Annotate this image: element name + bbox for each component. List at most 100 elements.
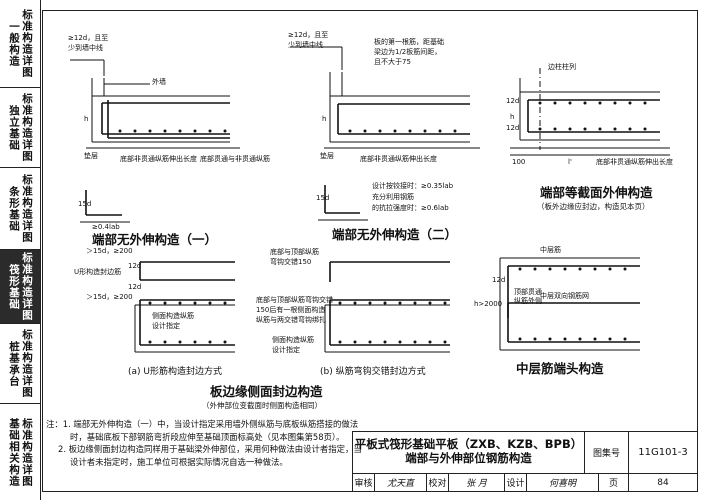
fig3-label-12d-top: 12d xyxy=(506,97,520,105)
fig2-note-2: 梁边为1/2板筋间距， xyxy=(374,48,442,56)
fig1-label-12d: ≥12d，且至 xyxy=(68,34,109,42)
fig2-label-center: 少到墙中线 xyxy=(288,41,323,49)
figure-5-drawing xyxy=(499,257,640,351)
title-line-1: 平板式筏形基础平板（ZXB、KZB、BPB） xyxy=(354,437,583,451)
fig3-label-lp: l' xyxy=(568,158,572,166)
note-line-1: 注：1. 端部无外伸构造（一）中，当设计指定采用墙外侧纵筋与底板纵筋搭接的做法 xyxy=(46,419,359,429)
fig5-label-top-2: 纵筋外侧 xyxy=(514,297,542,305)
sidebar-tab-pilecap[interactable]: 桩基承台 标准构造详图 xyxy=(0,324,40,404)
sidebar-tab-label: 基础相关构造 xyxy=(8,417,20,487)
fig1-label-pad: 垫层 xyxy=(84,152,98,160)
title-line-2: 端部与外伸部位钢筋构造 xyxy=(405,451,532,465)
review-name: 尤天直 xyxy=(375,474,427,492)
fig4a-label-15d-top: ＞15d，≥200 xyxy=(86,247,133,255)
check-label: 校对 xyxy=(427,474,449,492)
fig4b-label-side-2: 设计指定 xyxy=(272,346,300,354)
sidebar-tab-label: 条形基础 xyxy=(8,185,20,232)
figure-4b-drawing xyxy=(324,261,450,353)
fig2-caption: 端部无外伸构造（二） xyxy=(332,227,458,242)
sidebar-tab-general[interactable]: 一般构造 标准构造详图 xyxy=(0,0,40,88)
fig1-label-center: 少到墙中线 xyxy=(68,44,103,52)
title-block: 平板式筏形基础平板（ZXB、KZB、BPB） 端部与外伸部位钢筋构造 图集号 1… xyxy=(352,431,698,492)
fig2-label-pad: 垫层 xyxy=(320,152,334,160)
sidebar-tab-label: 筏形基础 xyxy=(8,263,20,310)
note-line-2: 时，基础底板下部钢筋弯折段应伸至基础顶面标高处（见本图集第58页）。 xyxy=(70,431,345,442)
sidebar: 一般构造 标准构造详图 独立基础 标准构造详图 条形基础 标准构造详图 筏形基础… xyxy=(0,0,41,500)
fig2-label-15d: 15d xyxy=(316,194,330,202)
fig3-label-100: 100 xyxy=(512,158,526,166)
fig1-label-bottom2: 底部贯通与非贯通纵筋 xyxy=(200,155,270,163)
check-name: 张 月 xyxy=(449,474,505,492)
sidebar-tab-raft[interactable]: 筏形基础 标准构造详图 xyxy=(0,250,40,324)
page-number: 84 xyxy=(629,474,698,492)
sidebar-tab-sublabel: 标准构造详图 xyxy=(21,252,33,321)
sidebar-tab-label: 一般构造 xyxy=(8,20,20,67)
sidebar-tab-sublabel: 标准构造详图 xyxy=(21,9,33,78)
fig1-caption: 端部无外伸构造（一） xyxy=(92,232,218,247)
figure-2-drawing xyxy=(290,46,480,221)
fig4b-caption: (b) 纵筋弯钩交错封边方式 xyxy=(320,367,426,377)
fig4a-caption: (a) U形筋构造封边方式 xyxy=(128,367,222,377)
fig4b-label-top-2: 弯钩交错150 xyxy=(270,258,312,266)
fig1-label-outer-wall: 外墙 xyxy=(152,78,166,86)
fig4a-label-15d-bottom: ＞15d，≥200 xyxy=(86,293,133,301)
fig4a-label-ubar: U形构造封边筋 xyxy=(74,268,122,276)
fig3-label-bottom: 底部非贯通纵筋伸出长度 xyxy=(596,158,673,166)
fig4b-label-top-1: 底部与顶部纵筋 xyxy=(270,248,319,256)
sidebar-tab-sublabel: 标准构造详图 xyxy=(21,174,33,243)
fig1-label-h: h xyxy=(84,115,89,123)
fig3-label-12d-bottom: 12d xyxy=(506,124,520,132)
figure-1-drawing xyxy=(70,59,240,223)
atlas-number: 11G101-3 xyxy=(629,432,698,474)
fig2-design-3: 的抗拉强度时：≥0.6lab xyxy=(372,204,449,212)
design-name: 何喜明 xyxy=(527,474,599,492)
fig2-label-bottom: 底部非贯通纵筋伸出长度 xyxy=(360,155,437,163)
sidebar-tab-sublabel: 标准构造详图 xyxy=(21,417,33,487)
fig4a-label-12d-a: 12d xyxy=(128,262,142,270)
sidebar-tab-strip[interactable]: 条形基础 标准构造详图 xyxy=(0,168,40,250)
fig4-caption: 板边缘侧面封边构造 xyxy=(210,384,323,399)
fig4b-label-mid-1: 底部与顶部纵筋弯钩交错 xyxy=(256,296,333,304)
fig2-note-3: 且不大于75 xyxy=(374,58,411,66)
note-line-4: 设计者未指定时，施工单位可根据实际情况自选一种做法。 xyxy=(70,456,288,467)
sidebar-tab-sublabel: 标准构造详图 xyxy=(21,93,33,162)
sidebar-tab-label: 桩基承台 xyxy=(8,340,20,387)
fig4b-label-side-1: 侧面构造纵筋 xyxy=(272,336,314,344)
sidebar-tab-isolated[interactable]: 独立基础 标准构造详图 xyxy=(0,88,40,168)
fig4a-label-design: 设计指定 xyxy=(152,322,180,330)
rebar-dots xyxy=(118,101,647,344)
fig1-label-bottom: 底部非贯通纵筋伸出长度 xyxy=(120,155,197,163)
note-line-3: 2. 板边缘侧面封边构造同样用于基础梁外伸部位，采用何种做法由设计者指定，当 xyxy=(58,444,362,454)
fig5-label-12d: 12d xyxy=(492,276,506,284)
fig3-label-edge: 边柱柱列 xyxy=(548,63,576,71)
fig3-caption: 端部等截面外伸构造 xyxy=(540,185,653,200)
page-label: 页 xyxy=(599,474,629,492)
fig3-subcaption: （板外边缘应封边，构造见本页） xyxy=(537,202,650,211)
fig5-label-h2000: h>2000 xyxy=(474,300,503,308)
design-label: 设计 xyxy=(505,474,527,492)
fig4-subcaption: （外伸部位变截面时侧面构造相同） xyxy=(202,401,322,410)
fig4a-label-side-bar: 侧面构造纵筋 xyxy=(152,312,194,320)
fig5-label-top-1: 顶部贯通 xyxy=(514,288,542,296)
fig2-design-1: 设计按铰接时：≥0.35lab xyxy=(372,182,454,190)
sidebar-tab-label: 独立基础 xyxy=(8,104,20,151)
sidebar-tab-related[interactable]: 基础相关构造 标准构造详图 xyxy=(0,404,40,500)
figure-4a-drawing xyxy=(134,261,235,353)
fig2-note-1: 板的第一根筋，距基础 xyxy=(374,38,444,46)
fig1-label-04lab: ≥0.4lab xyxy=(92,223,120,231)
fig3-label-h: h xyxy=(510,113,515,121)
fig4b-label-mid-3: 纵筋与两交错弯钩绑扎 xyxy=(256,316,326,324)
fig2-label-12d: ≥12d，且至 xyxy=(288,31,329,39)
notes-block: 注：1. 端部无外伸构造（一）中，当设计指定采用墙外侧纵筋与底板纵筋搭接的做法 … xyxy=(46,418,364,468)
atlas-label: 图集号 xyxy=(585,432,629,474)
fig1-label-15d: 15d xyxy=(78,200,92,208)
review-label: 审核 xyxy=(353,474,375,492)
fig5-caption: 中层筋端头构造 xyxy=(516,361,604,376)
fig4b-label-mid-2: 150后有一根侧面构造 xyxy=(256,306,326,314)
fig2-design-2: 充分利用钢筋 xyxy=(372,193,414,201)
fig5-label-mid: 中层筋 xyxy=(540,246,561,254)
fig2-label-h: h xyxy=(322,115,327,123)
figure-3-drawing xyxy=(510,68,670,156)
